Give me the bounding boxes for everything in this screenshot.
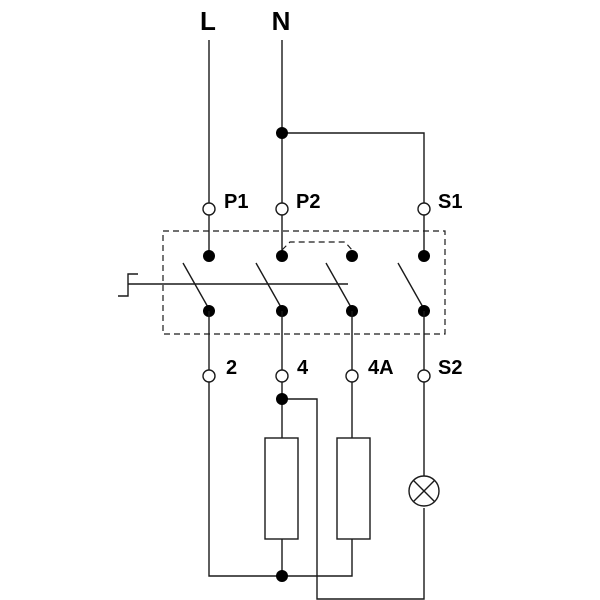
terminal-4 (275, 369, 289, 383)
indicator-lamp-icon (408, 475, 440, 507)
wire-element-2-down (208, 382, 353, 577)
label-P2: P2 (296, 191, 320, 213)
terminal-4A (345, 369, 359, 383)
label-P1: P1 (224, 191, 248, 213)
junction-bottom (276, 570, 288, 582)
switch-blade-2 (255, 262, 283, 310)
contact-upper-1 (203, 250, 215, 262)
contact-upper-4 (418, 250, 430, 262)
junction-N (276, 127, 288, 139)
terminal-P1 (202, 202, 216, 216)
internal-bridge (281, 241, 353, 251)
actuator-step (118, 273, 138, 297)
wire-4-crossover (282, 398, 425, 600)
contact-upper-2 (276, 250, 288, 262)
contact-upper-3 (346, 250, 358, 262)
label-S2: S2 (438, 357, 462, 379)
switch-enclosure (162, 230, 446, 335)
heating-element-1 (264, 437, 299, 540)
switch-blade-3 (325, 262, 353, 310)
label-2: 2 (226, 357, 237, 379)
terminal-S1 (417, 202, 431, 216)
label-N: N (272, 6, 291, 36)
heating-element-2 (336, 437, 371, 540)
lamp-cross-b (412, 479, 436, 503)
label-4: 4 (297, 357, 309, 379)
switch-blade-4 (397, 262, 425, 310)
label-S1: S1 (438, 191, 462, 213)
terminal-2 (202, 369, 216, 383)
label-L: L (200, 6, 216, 36)
terminal-P2 (275, 202, 289, 216)
wire-N-to-S1 (282, 132, 425, 203)
label-4A: 4A (368, 357, 394, 379)
terminal-S2 (417, 369, 431, 383)
junction-4 (276, 393, 288, 405)
switch-blade-1 (182, 262, 210, 310)
